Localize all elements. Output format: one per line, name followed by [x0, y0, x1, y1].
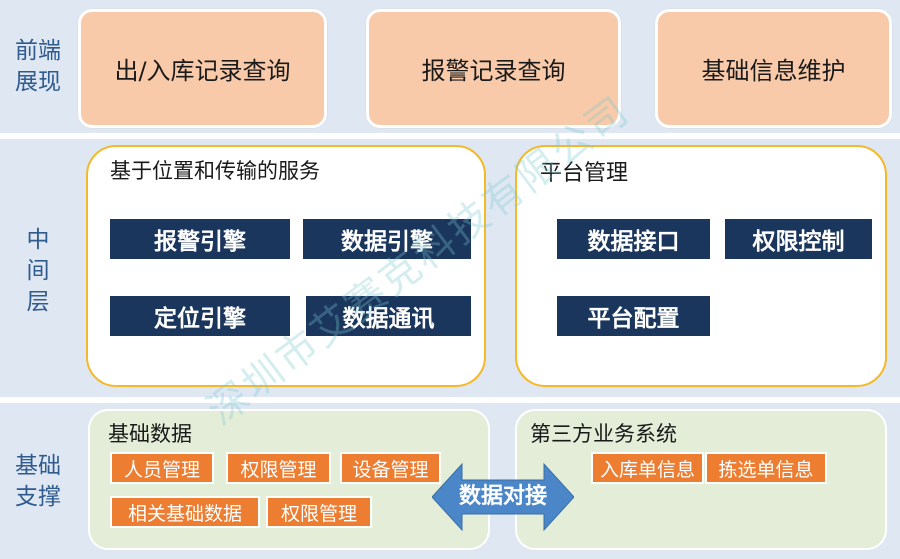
- tile-inout-query-text: 出/入库记录查询: [114, 57, 291, 85]
- tile-inout-query: 出/入库记录查询: [78, 9, 327, 128]
- platform-panel: [515, 145, 887, 387]
- chip-related-basic: 相关基础数据: [110, 496, 260, 528]
- service-panel-title: 基于位置和传输的服务: [110, 159, 320, 183]
- front-layer-label-text: 前端 展现: [15, 38, 61, 95]
- permission-control-box: 权限控制: [725, 219, 872, 259]
- front-layer-label: 前端 展现: [0, 36, 76, 98]
- chip-permission-2: 权限管理: [266, 496, 372, 528]
- base-layer-label-text: 基础 支撑: [15, 453, 61, 510]
- tile-basic-info: 基础信息维护: [655, 9, 892, 128]
- data-engine-box: 数据引擎: [303, 219, 471, 259]
- tile-alarm-query: 报警记录查询: [366, 9, 621, 128]
- data-docking-label: 数据对接: [458, 484, 547, 509]
- location-engine-box: 定位引擎: [110, 296, 290, 336]
- third-party-title: 第三方业务系统: [530, 422, 677, 446]
- base-layer-label: 基础 支撑: [0, 451, 76, 513]
- data-interface-box: 数据接口: [557, 219, 710, 259]
- platform-config-box: 平台配置: [557, 296, 710, 336]
- basic-data-title: 基础数据: [108, 422, 192, 446]
- chip-device: 设备管理: [340, 452, 441, 484]
- platform-panel-title: 平台管理: [540, 161, 629, 186]
- chip-inbound-order: 入库单信息: [591, 452, 704, 484]
- middle-layer-label-text: 中 间 层: [26, 227, 50, 315]
- chip-personnel: 人员管理: [110, 452, 214, 484]
- alarm-engine-box: 报警引擎: [110, 219, 290, 259]
- chip-permission-1: 权限管理: [226, 452, 331, 484]
- chip-picking-order: 拣选单信息: [705, 452, 827, 484]
- double-arrow-icon: [432, 462, 574, 532]
- middle-layer-label: 中 间 层: [0, 225, 76, 318]
- data-comm-box: 数据通讯: [306, 296, 471, 336]
- service-panel: [86, 145, 486, 387]
- tile-basic-info-text: 基础信息维护: [701, 57, 846, 85]
- tile-alarm-query-text: 报警记录查询: [421, 57, 566, 85]
